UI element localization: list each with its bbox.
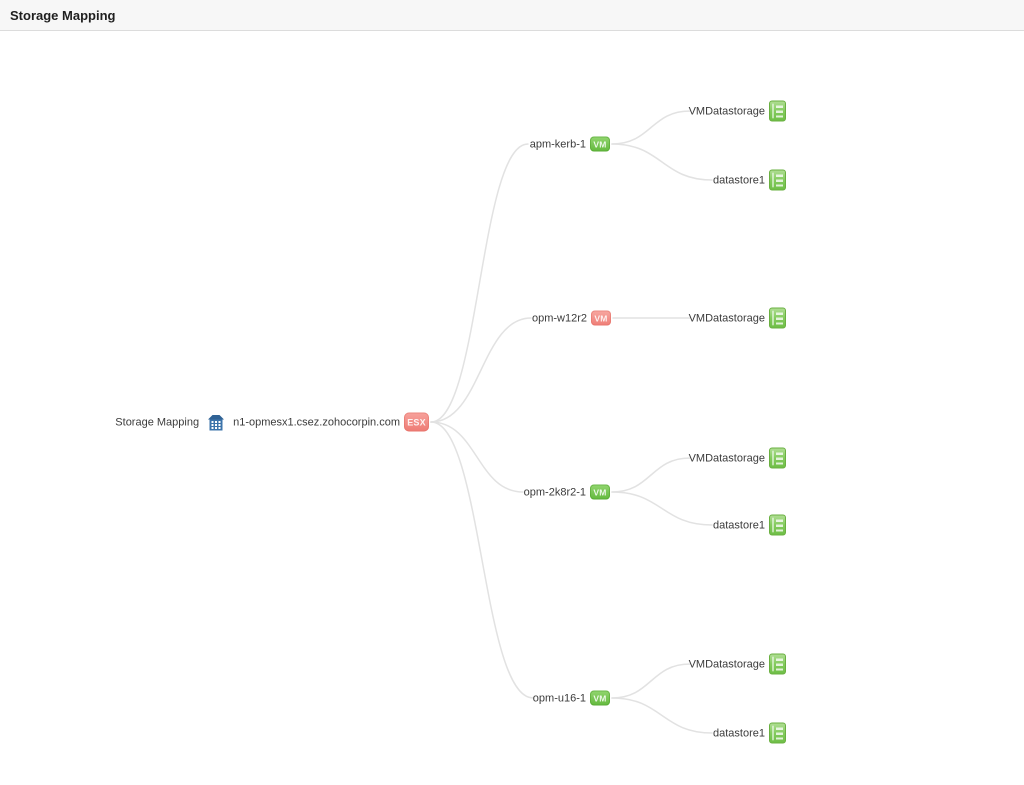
esx-badge: ESX [404, 412, 429, 432]
vm-badge: VM [590, 690, 610, 706]
connector-line [611, 697, 713, 734]
datastore-name-label: datastore1 [713, 174, 765, 186]
vm-node[interactable]: opm-2k8r2-1 VM [523, 484, 610, 500]
datastore-name-label: VMDatastorage [688, 105, 765, 117]
vm-badge: VM [590, 484, 610, 500]
datastore-node[interactable]: datastore1 [713, 169, 786, 191]
vm-name-label: apm-kerb-1 [529, 138, 586, 150]
datastore-icon [769, 447, 786, 469]
datastore-name-label: datastore1 [713, 727, 765, 739]
connector-line [611, 663, 691, 699]
datastore-name-label: VMDatastorage [688, 312, 765, 324]
datastore-icon [769, 169, 786, 191]
datastore-name-label: datastore1 [713, 519, 765, 531]
vm-badge: VM [591, 310, 611, 326]
esx-host-node[interactable]: Storage Mapping n1-opmesx1.csez.zohocorpi… [115, 412, 429, 432]
connector-line [611, 143, 713, 181]
vm-name-label: opm-u16-1 [532, 692, 586, 704]
datastore-node[interactable]: datastore1 [713, 514, 786, 536]
vm-node[interactable]: opm-u16-1 VM [532, 690, 610, 706]
datastore-name-label: VMDatastorage [688, 452, 765, 464]
datastore-name-label: VMDatastorage [688, 658, 765, 670]
datastore-node[interactable]: VMDatastorage [688, 447, 786, 469]
connector-line [430, 317, 532, 423]
page-title: Storage Mapping [10, 7, 116, 23]
connector-line [430, 143, 529, 423]
connector-line [430, 421, 524, 493]
datastore-node[interactable]: VMDatastorage [688, 307, 786, 329]
vm-node[interactable]: apm-kerb-1 VM [529, 136, 610, 152]
storage-mapping-label: Storage Mapping [115, 416, 200, 428]
building-icon [208, 414, 225, 430]
datastore-icon [769, 307, 786, 329]
connector-line [430, 421, 534, 699]
datastore-icon [769, 722, 786, 744]
connector-line [611, 110, 691, 145]
datastore-node[interactable]: VMDatastorage [688, 653, 786, 675]
datastore-icon [769, 653, 786, 675]
datastore-icon [769, 514, 786, 536]
host-name-label: n1-opmesx1.csez.zohocorpin.com [233, 416, 400, 428]
datastore-node[interactable]: datastore1 [713, 722, 786, 744]
datastore-icon [769, 100, 786, 122]
datastore-node[interactable]: VMDatastorage [688, 100, 786, 122]
vm-badge: VM [590, 136, 610, 152]
page-header: Storage Mapping [0, 0, 1024, 31]
vm-name-label: opm-2k8r2-1 [523, 486, 586, 498]
vm-name-label: opm-w12r2 [531, 312, 587, 324]
connector-line [611, 457, 691, 493]
connector-line [611, 491, 713, 526]
vm-node[interactable]: opm-w12r2 VM [531, 310, 611, 326]
